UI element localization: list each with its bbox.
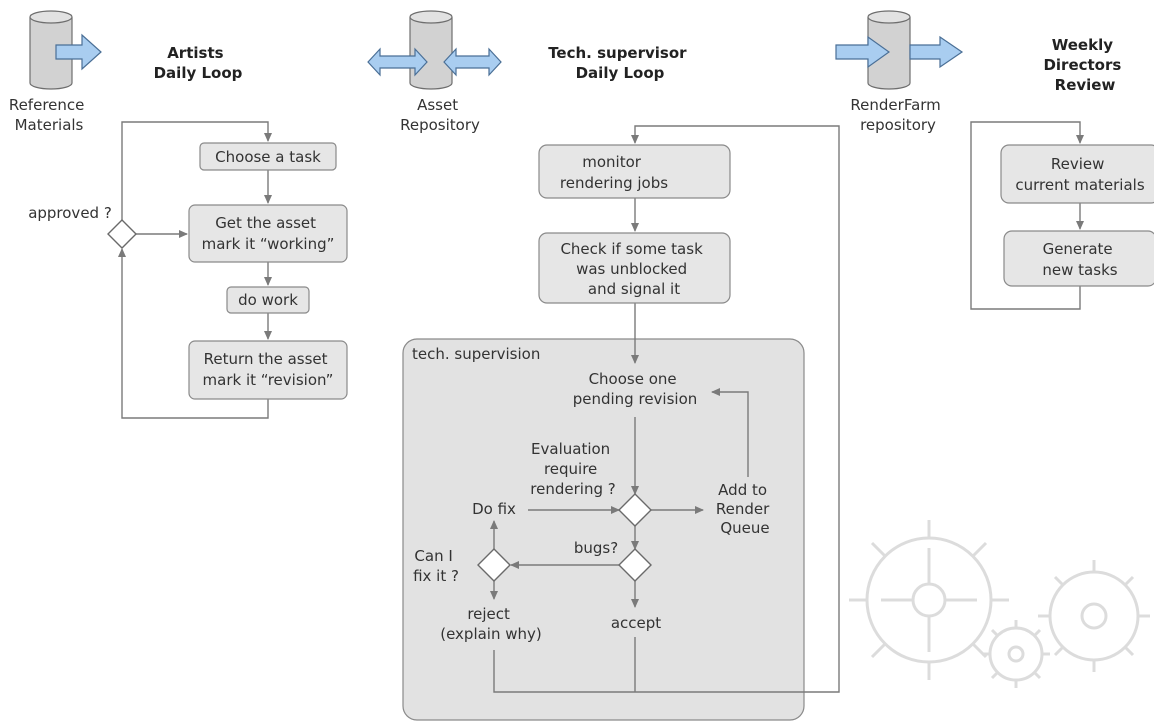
database-cylinder-icon (867, 10, 911, 90)
tech-connectors (490, 125, 840, 693)
small-gear-icon (982, 620, 1050, 688)
review-materials-label: Review current materials (1015, 155, 1144, 194)
choose-revision-node: Choose one pending revision (573, 370, 698, 408)
approved-label: approved ? (28, 204, 112, 222)
tech-supervision-label: tech. supervision (412, 345, 540, 363)
review-materials-node: Review current materials (1000, 144, 1154, 204)
get-asset-node: Get the asset mark it “working” (188, 204, 348, 263)
bugs-label: bugs? (574, 539, 618, 557)
large-gear-icon (849, 520, 1009, 680)
generate-tasks-node: Generate new tasks (1003, 230, 1154, 287)
monitor-rendering-label: monitor rendering jobs (560, 153, 668, 192)
do-work-label: do work (238, 291, 298, 309)
return-asset-node: Return the asset mark it “revision” (188, 340, 348, 400)
evaluation-label: Evaluation require rendering ? (530, 440, 615, 498)
right-arrow-icon (835, 35, 891, 69)
choose-task-node: Choose a task (199, 142, 337, 171)
bidirectional-arrow-icon (443, 47, 502, 77)
directors-connectors (970, 121, 1084, 310)
return-asset-label: Return the asset mark it “revision” (203, 350, 334, 389)
check-unblocked-node: Check if some task was unblocked and sig… (538, 232, 731, 304)
do-work-node: do work (226, 286, 310, 314)
check-unblocked-label: Check if some task was unblocked and sig… (560, 240, 707, 298)
can-fix-label: Can I fix it ? (413, 547, 459, 585)
can-fix-diamond-icon (477, 548, 511, 582)
reject-label: reject (explain why) (440, 605, 542, 643)
tech-supervision-group: tech. supervision (402, 338, 805, 721)
choose-revision-label: Choose one pending revision (573, 370, 698, 408)
artists-loop-title: Artists Daily Loop (154, 44, 243, 82)
renderfarm-repository: RenderFarm repository (835, 10, 964, 134)
do-fix-label: Do fix (472, 500, 516, 518)
evaluation-diamond-icon (618, 493, 652, 527)
gears-decoration-icon (849, 520, 1150, 688)
asset-repository: Asset Repository (367, 10, 502, 134)
approved-decision: approved ? (28, 204, 137, 249)
medium-gear-icon (1038, 560, 1150, 672)
database-cylinder-icon (409, 10, 453, 90)
accept-label: accept (611, 614, 661, 632)
directors-review-title: Weekly Directors Review (1043, 36, 1126, 94)
add-render-queue-label: Add to Render Queue (716, 481, 774, 537)
tech-loop-title: Tech. supervisor Daily Loop (548, 44, 692, 82)
get-asset-label: Get the asset mark it “working” (202, 214, 335, 253)
renderfarm-repository-label: RenderFarm repository (850, 96, 945, 134)
right-arrow-icon (909, 35, 964, 69)
artists-connectors (118, 121, 272, 419)
choose-task-label: Choose a task (215, 148, 321, 166)
database-cylinder-icon (29, 10, 73, 90)
reference-materials-repository: Reference Materials (9, 10, 102, 134)
bidirectional-arrow-icon (367, 47, 428, 77)
reference-materials-label: Reference Materials (9, 96, 89, 134)
right-arrow-icon (55, 33, 102, 71)
asset-repository-label: Asset Repository (400, 96, 480, 134)
decision-diamond-icon (107, 219, 137, 249)
monitor-rendering-node: monitor rendering jobs (538, 144, 731, 199)
bugs-diamond-icon (618, 548, 652, 582)
generate-tasks-label: Generate new tasks (1042, 240, 1117, 279)
